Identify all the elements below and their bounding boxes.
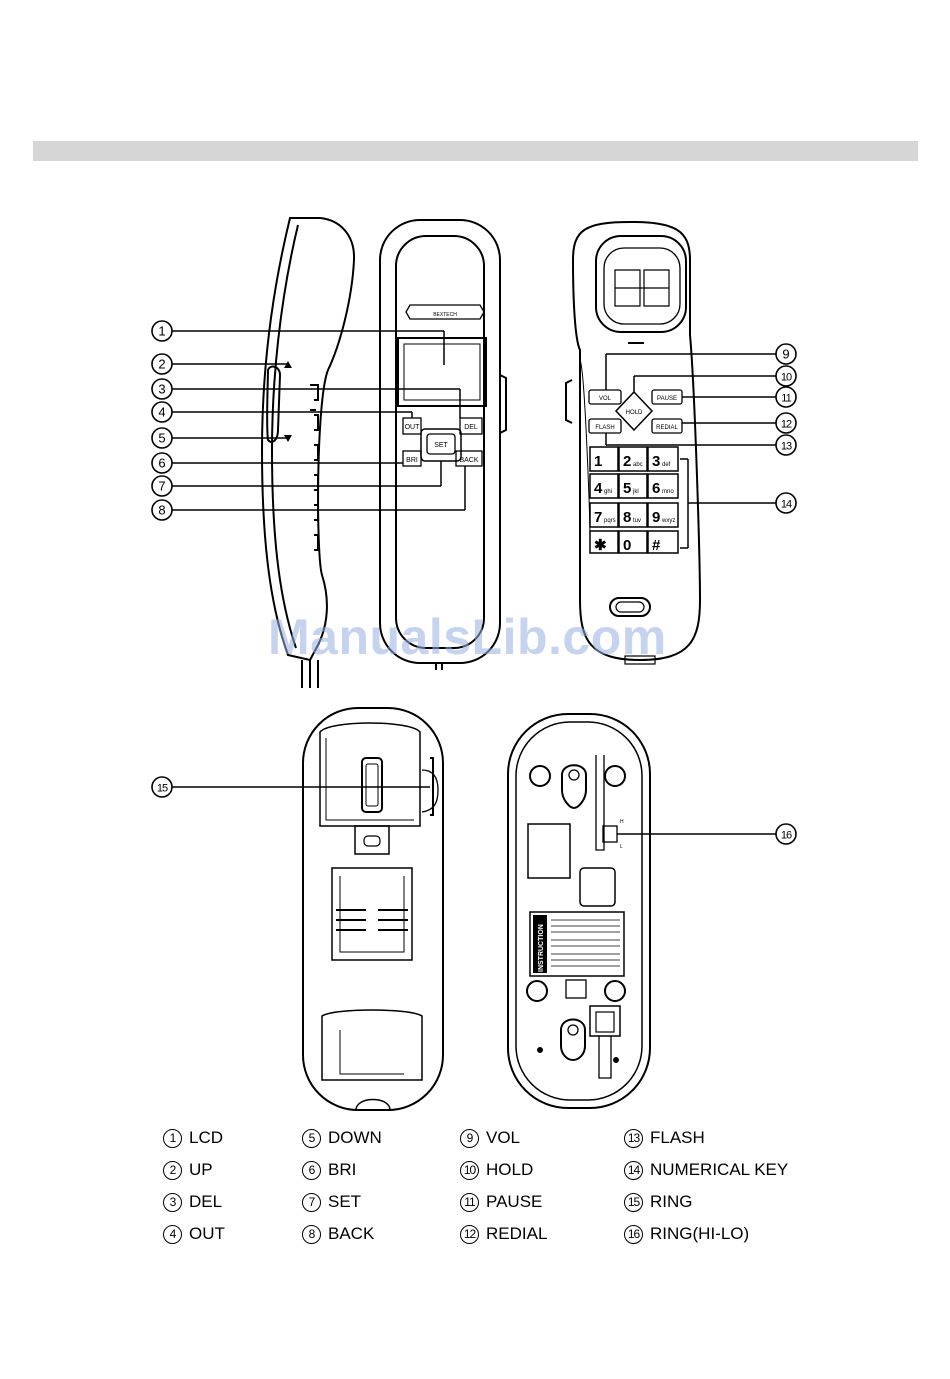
switch-hi-label: H [620, 819, 624, 825]
handset-side-view [260, 217, 356, 688]
back-button[interactable]: BACK [459, 457, 478, 464]
keypad-key-2[interactable]: 2 [623, 453, 631, 470]
callout-8: 8 [151, 499, 173, 521]
callout-number: 7 [158, 479, 165, 494]
keypad-key-11[interactable]: 0 [623, 537, 631, 554]
callout-number: 8 [158, 503, 165, 518]
callout-10: 10 [775, 365, 797, 387]
keypad-key-10[interactable]: ✱ [594, 537, 607, 554]
keypad-key-5[interactable]: 5 [623, 480, 631, 497]
down-arrow-icon [284, 435, 292, 442]
callout-12: 12 [775, 412, 797, 434]
keypad-key-9[interactable]: 9 [652, 509, 660, 526]
callout-number: 9 [782, 347, 789, 362]
callout-number: 15 [157, 783, 168, 795]
callout-11: 11 [775, 386, 797, 408]
switch-lo-label: L [620, 844, 623, 850]
callout-14: 14 [775, 492, 797, 514]
callout-number: 3 [158, 382, 165, 397]
handset-keypad-view [565, 220, 702, 665]
keypad-letters-9: wxyz [661, 518, 675, 524]
keypad-key-4[interactable]: 4 [594, 480, 603, 497]
instruction-title: INSTRUCTION [538, 924, 545, 972]
callout-number: 4 [158, 405, 165, 420]
keypad-key-7[interactable]: 7 [594, 509, 602, 526]
leader-lines [172, 330, 776, 835]
callout-7: 7 [151, 475, 173, 497]
handset-back-view [302, 707, 444, 1111]
base-wall-view [507, 713, 651, 1109]
callout-number: 16 [781, 830, 792, 842]
hold-button[interactable]: HOLD [626, 410, 643, 416]
callout-4: 4 [151, 401, 173, 423]
callout-number: 12 [781, 419, 792, 431]
keypad-key-1[interactable]: 1 [594, 453, 602, 470]
keypad-key-6[interactable]: 6 [652, 480, 660, 497]
del-button[interactable]: DEL [464, 424, 478, 431]
callout-number: 6 [158, 456, 165, 471]
out-button[interactable]: OUT [405, 424, 421, 431]
callout-6: 6 [151, 452, 173, 474]
brand-label: BEXTECH [433, 312, 457, 318]
keypad-letters-4: ghi [604, 489, 612, 495]
callout-number: 11 [781, 393, 791, 405]
keypad-grid [589, 446, 679, 554]
vol-button[interactable]: VOL [599, 396, 612, 402]
flash-button[interactable]: FLASH [595, 425, 614, 431]
callout-15: 15 [151, 776, 173, 798]
set-button[interactable]: SET [434, 442, 448, 449]
callout-number: 13 [781, 441, 792, 453]
keypad-key-12[interactable]: # [652, 537, 661, 554]
callout-9: 9 [775, 343, 797, 365]
keypad-letters-3: def [662, 462, 671, 468]
keypad-letters-8: tuv [633, 518, 641, 524]
header-bar [33, 141, 918, 161]
keypad-letters-2: abc [633, 462, 643, 468]
callout-3: 3 [151, 378, 173, 400]
callout-number: 10 [781, 372, 792, 384]
callout-number: 5 [158, 431, 165, 446]
keypad-key-3[interactable]: 3 [652, 453, 660, 470]
keypad-key-8[interactable]: 8 [623, 509, 631, 526]
watermark: ManualsLib.com [268, 609, 667, 665]
callout-number: 14 [781, 499, 792, 511]
callout-5: 5 [151, 427, 173, 449]
keypad-letters-7: pqrs [604, 518, 616, 524]
callout-16: 16 [775, 823, 797, 845]
callout-number: 1 [158, 324, 165, 339]
up-arrow-icon [284, 361, 292, 368]
redial-button[interactable]: REDIAL [656, 425, 678, 431]
bri-button[interactable]: BRI [406, 457, 418, 464]
keypad-letters-6: mno [662, 489, 674, 495]
callout-13: 13 [775, 434, 797, 456]
handset-front-view [379, 219, 507, 670]
callout-1: 1 [151, 320, 173, 342]
callout-2: 2 [151, 353, 173, 375]
keypad-letters-5: jkl [632, 489, 639, 495]
pause-button[interactable]: PAUSE [657, 396, 677, 402]
callout-number: 2 [158, 357, 165, 372]
